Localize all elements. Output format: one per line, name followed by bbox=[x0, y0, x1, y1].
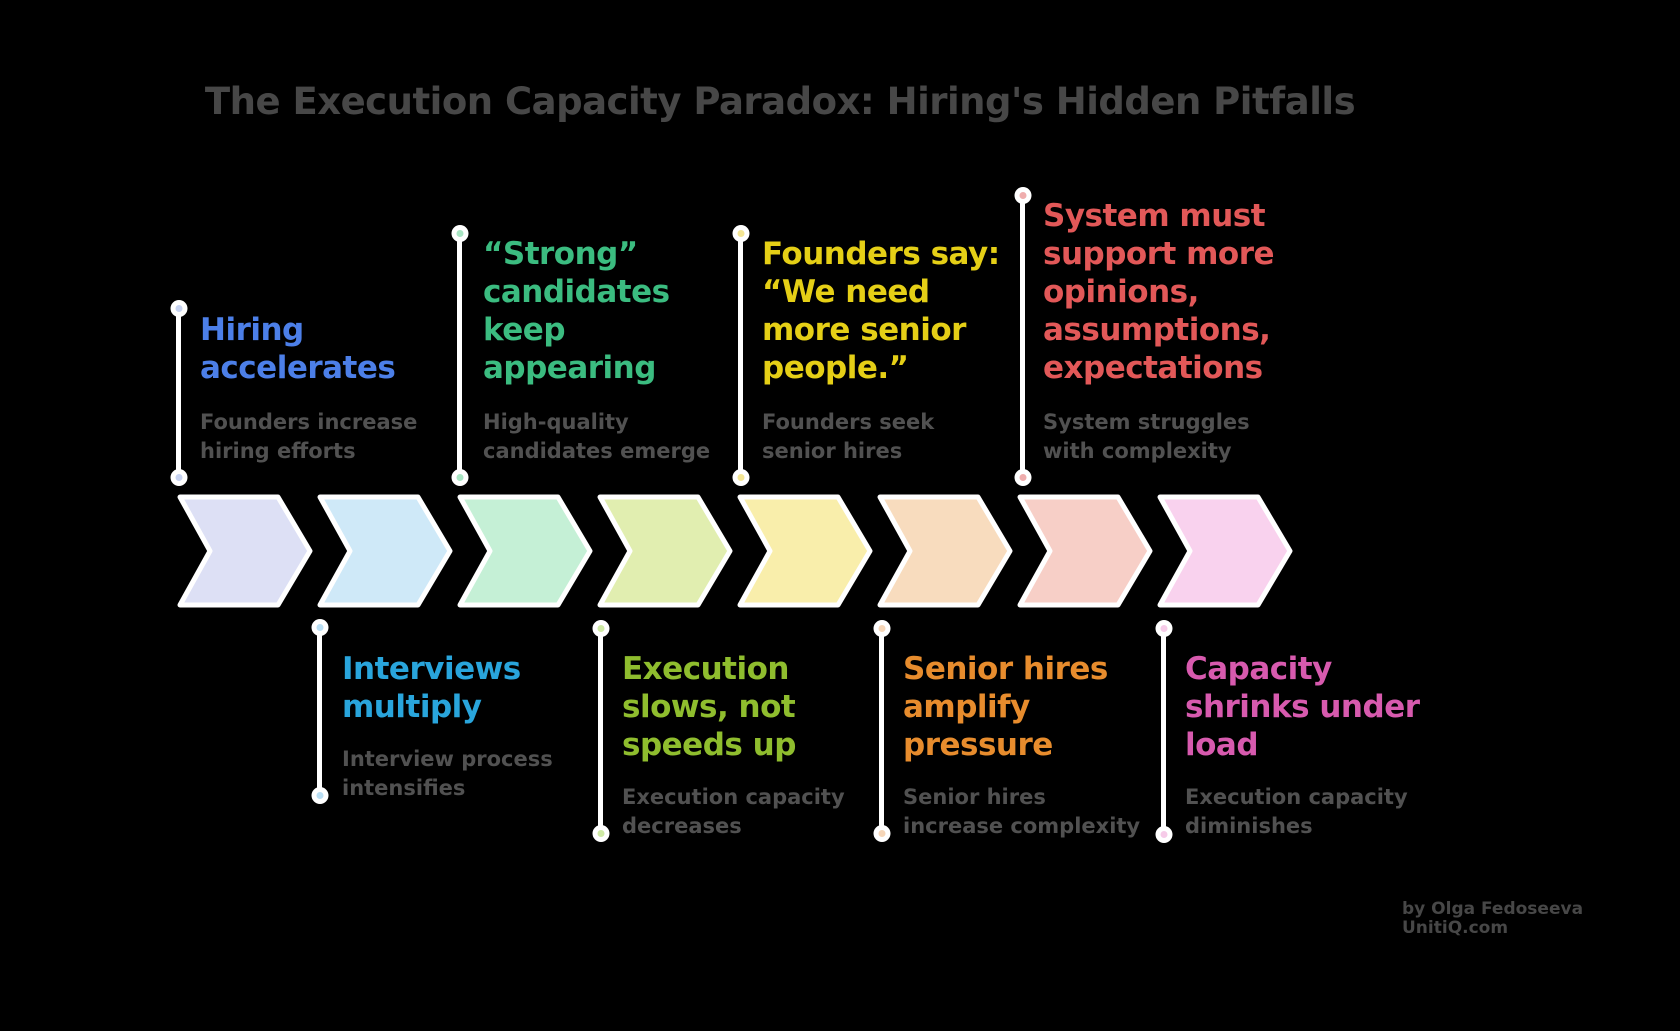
connector-dot bbox=[451, 225, 468, 242]
chevron-8 bbox=[1157, 494, 1293, 608]
chevron-2 bbox=[317, 494, 453, 608]
connector-line-system-must bbox=[1014, 187, 1031, 486]
connector-dot bbox=[451, 469, 468, 486]
connector-dot bbox=[592, 620, 609, 637]
chevron-5 bbox=[737, 494, 873, 608]
chevron-6 bbox=[877, 494, 1013, 608]
connector-dot bbox=[1014, 187, 1031, 204]
connector-line-capacity-shrinks bbox=[1155, 620, 1172, 843]
process-arrow-band bbox=[177, 494, 1293, 608]
connector-dot bbox=[873, 825, 890, 842]
connector-dot bbox=[170, 300, 187, 317]
connector-dot bbox=[170, 469, 187, 486]
chevron-7 bbox=[1017, 494, 1153, 608]
chevron-4 bbox=[597, 494, 733, 608]
connector-dot bbox=[311, 619, 328, 636]
connector-line-founders-say bbox=[732, 225, 749, 486]
connector-dot bbox=[1155, 620, 1172, 637]
connector-line-hiring bbox=[170, 300, 187, 486]
connector-dot bbox=[732, 469, 749, 486]
connector-dot bbox=[1155, 826, 1172, 843]
connector-line-senior-hires bbox=[873, 620, 890, 842]
connector-line-strong-candidates bbox=[451, 225, 468, 486]
connector-dot bbox=[1014, 469, 1031, 486]
connector-line-execution-slows bbox=[592, 620, 609, 842]
diagram-title: The Execution Capacity Paradox: Hiring's… bbox=[204, 80, 1356, 123]
attribution: by Olga Fedoseeva UnitiQ.com bbox=[1402, 900, 1583, 938]
connector-dot bbox=[732, 225, 749, 242]
chevron-3 bbox=[457, 494, 593, 608]
chevron-1 bbox=[177, 494, 313, 608]
connector-dot bbox=[592, 825, 609, 842]
connector-dot bbox=[873, 620, 890, 637]
attribution-author: by Olga Fedoseeva bbox=[1402, 899, 1584, 919]
connector-dot bbox=[311, 787, 328, 804]
connector-line-interviews bbox=[311, 619, 328, 804]
attribution-site: UnitiQ.com bbox=[1402, 918, 1509, 938]
